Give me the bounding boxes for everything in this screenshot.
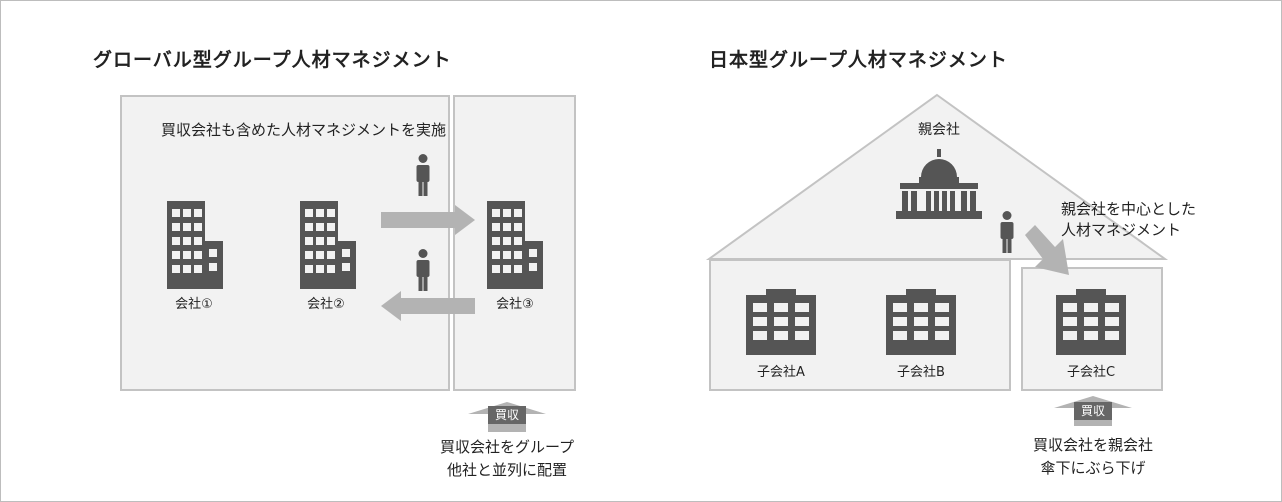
right-bottom-caption-line1: 買収会社を親会社 (1032, 436, 1153, 454)
arrow-left-icon (381, 291, 475, 321)
parent-company-label: 親会社 (918, 122, 960, 138)
office-building-icon (886, 289, 956, 355)
management-caption-line2: 人材マネジメント (1061, 221, 1182, 239)
office-building-icon (1056, 289, 1126, 355)
left-bottom-caption-line1: 買収会社をグループ (439, 438, 575, 456)
left-title: グローバル型グループ人材マネジメント (93, 49, 452, 71)
office-building-icon (746, 289, 816, 355)
subsidiary-a-label: 子会社A (757, 365, 805, 380)
management-caption: 親会社を中心とした 人材マネジメント (1061, 199, 1196, 241)
right-title: 日本型グループ人材マネジメント (709, 49, 1008, 71)
right-bottom-caption-line2: 傘下にぶら下げ (1040, 459, 1146, 477)
government-building-icon (896, 149, 982, 219)
person-icon (416, 249, 430, 291)
arrow-diagonal-icon (1025, 225, 1069, 275)
office-building-icon (167, 201, 223, 289)
right-bottom-caption: 買収会社を親会社 傘下にぶら下げ (1007, 434, 1179, 480)
office-building-icon (487, 201, 543, 289)
management-caption-line1: 親会社を中心とした (1061, 200, 1197, 218)
person-icon (416, 154, 430, 196)
left-box-caption: 買収会社も含めた人材マネジメントを実施 (161, 121, 447, 139)
company-1-label: 会社① (175, 297, 213, 312)
arrow-right-icon (381, 205, 475, 235)
acquisition-badge: 買収 (488, 406, 526, 424)
person-icon (1000, 211, 1014, 253)
subsidiary-b-label: 子会社B (897, 365, 945, 380)
left-bottom-caption-line2: 他社と並列に配置 (446, 461, 567, 479)
company-2-label: 会社② (307, 297, 345, 312)
company-3-label: 会社③ (496, 297, 534, 312)
acquisition-badge: 買収 (1074, 402, 1112, 420)
left-bottom-caption: 買収会社をグループ 他社と並列に配置 (421, 436, 593, 482)
office-building-icon (300, 201, 356, 289)
subsidiary-c-label: 子会社C (1066, 365, 1116, 380)
